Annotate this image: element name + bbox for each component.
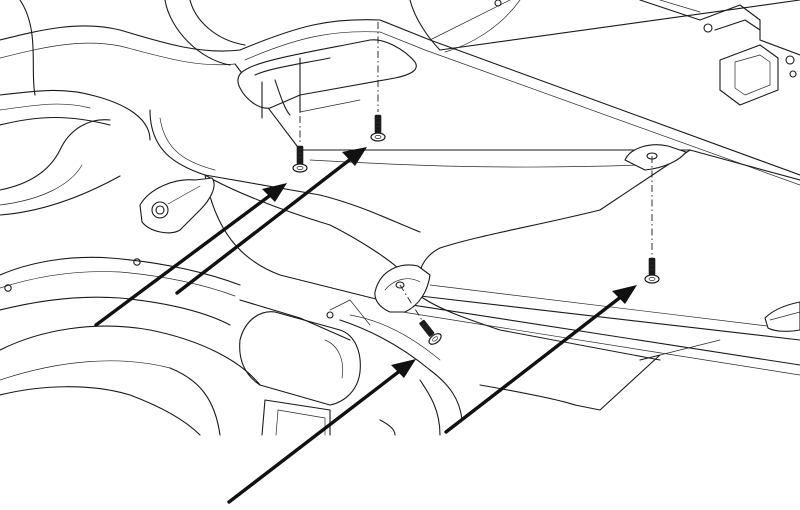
screw-4 bbox=[419, 319, 442, 345]
left-mount-tab bbox=[139, 177, 215, 234]
arrow-2 bbox=[175, 147, 367, 295]
cover-panel bbox=[149, 0, 800, 411]
arrow-3 bbox=[227, 359, 416, 504]
upper-housing bbox=[0, 0, 246, 216]
right-edge-tab bbox=[764, 301, 800, 332]
lower-assembly bbox=[0, 256, 463, 436]
right-top-bracket bbox=[494, 0, 800, 106]
arrow-1 bbox=[94, 183, 287, 327]
screw-2 bbox=[370, 114, 386, 142]
screw-1 bbox=[292, 145, 308, 173]
alignment-centerlines bbox=[299, 22, 653, 326]
right-boss-tab bbox=[624, 144, 687, 171]
screw-3 bbox=[644, 257, 660, 284]
handle-recess bbox=[237, 39, 417, 119]
arrow-4 bbox=[444, 285, 637, 434]
